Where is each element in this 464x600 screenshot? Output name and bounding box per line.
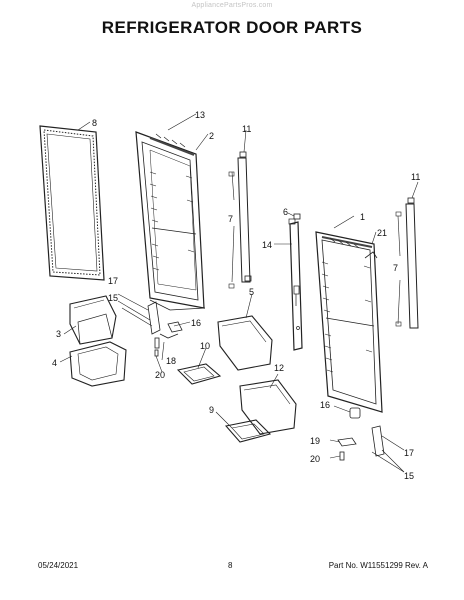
callout-12: 12 bbox=[274, 363, 284, 373]
callout-11-left: 11 bbox=[242, 124, 251, 134]
door-bin-12-part bbox=[239, 379, 297, 435]
leader-lines bbox=[59, 113, 419, 473]
callout-20-left: 20 bbox=[155, 370, 165, 380]
left-small-parts bbox=[147, 301, 183, 357]
right-door-part bbox=[315, 231, 383, 413]
door-gasket-part bbox=[39, 125, 105, 281]
callout-21: 21 bbox=[377, 228, 387, 238]
callout-13: 13 bbox=[195, 110, 205, 120]
callout-1: 1 bbox=[360, 212, 365, 222]
callout-2: 2 bbox=[209, 131, 214, 141]
callout-15-left: 15 bbox=[108, 293, 118, 303]
right-seal-strip-part bbox=[395, 197, 419, 329]
door-bin-5-part bbox=[217, 315, 273, 371]
callout-7-right: 7 bbox=[393, 263, 398, 273]
callout-17-right: 17 bbox=[404, 448, 414, 458]
callout-7-left: 7 bbox=[228, 214, 233, 224]
callout-4: 4 bbox=[52, 358, 57, 368]
shelf-tray-9-part bbox=[224, 419, 272, 443]
callout-14: 14 bbox=[262, 240, 272, 250]
callout-3: 3 bbox=[56, 329, 61, 339]
callout-16-right: 16 bbox=[320, 400, 330, 410]
callout-17-left: 17 bbox=[108, 276, 118, 286]
right-small-parts bbox=[337, 407, 385, 461]
left-door-part bbox=[135, 131, 206, 311]
shelf-tray-part bbox=[176, 363, 222, 385]
watermark: AppliancePartsPros.com bbox=[191, 2, 273, 9]
callout-15-right: 15 bbox=[404, 471, 414, 481]
callout-18: 18 bbox=[166, 356, 176, 366]
callout-11-right: 11 bbox=[411, 172, 420, 182]
footer-part-number: Part No. W11551299 Rev. A bbox=[328, 561, 428, 570]
hinge-bracket-part bbox=[293, 213, 301, 220]
callout-9: 9 bbox=[209, 405, 214, 415]
dispenser-bin-part bbox=[69, 341, 127, 387]
footer-page-number: 8 bbox=[228, 561, 233, 570]
left-seal-strip-part bbox=[228, 151, 252, 289]
callout-10: 10 bbox=[200, 341, 210, 351]
callout-5: 5 bbox=[249, 287, 254, 297]
callout-20-right: 20 bbox=[310, 454, 320, 464]
callout-8: 8 bbox=[92, 118, 97, 128]
center-mullion-part bbox=[288, 218, 303, 351]
callout-6: 6 bbox=[283, 207, 288, 217]
dispenser-housing-part bbox=[69, 295, 117, 345]
callout-19: 19 bbox=[310, 436, 320, 446]
footer-date: 05/24/2021 bbox=[38, 561, 79, 570]
page-title: REFRIGERATOR DOOR PARTS bbox=[101, 18, 363, 37]
callout-16-left: 16 bbox=[191, 318, 201, 328]
